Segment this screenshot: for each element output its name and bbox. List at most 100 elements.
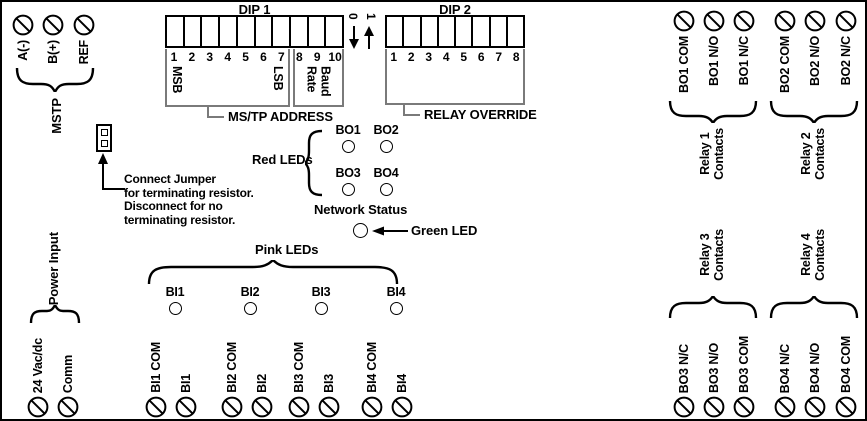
screw-terminal-icon bbox=[361, 396, 383, 418]
pink-led-icon bbox=[389, 302, 403, 315]
terminal-bo4-no: BO4 N/O bbox=[801, 322, 829, 418]
screw-terminal-icon bbox=[673, 396, 695, 418]
callout-line bbox=[207, 107, 209, 118]
relay3-group-label: Relay 3 Contacts bbox=[698, 229, 726, 281]
dip2-switch bbox=[491, 17, 508, 46]
relay1-brace bbox=[668, 101, 758, 123]
red-leds-brace bbox=[305, 129, 322, 197]
dip1-switch bbox=[326, 17, 342, 46]
terminal-label: BI4 bbox=[395, 374, 409, 393]
dip1-num: 6 bbox=[260, 50, 267, 64]
terminal-label: BO4 N/O bbox=[808, 343, 822, 393]
dip1-switch bbox=[185, 17, 203, 46]
terminal-bo2-nc: BO2 N/C bbox=[832, 10, 860, 85]
screw-terminal-icon bbox=[733, 396, 755, 418]
dip2-num: 2 bbox=[407, 50, 415, 64]
mstp-group-label: MSTP bbox=[49, 98, 64, 134]
red-led-icon bbox=[341, 140, 355, 153]
terminal-bi1: BI1 bbox=[172, 320, 200, 418]
terminal-label: BI4 COM bbox=[365, 342, 379, 393]
terminal-label: A(-) bbox=[16, 40, 30, 61]
dip1-switch bbox=[273, 17, 291, 46]
relay1-group-label: Relay 1 Contacts bbox=[698, 128, 726, 180]
led-label: BI1 bbox=[165, 285, 185, 299]
terminal-label: B(+) bbox=[46, 40, 60, 64]
arrow-left-icon bbox=[372, 226, 408, 236]
screw-terminal-icon bbox=[733, 10, 755, 32]
dip1-switch-block bbox=[165, 15, 344, 48]
led-label: BO2 bbox=[373, 123, 399, 137]
power-input-label: Power Input bbox=[46, 232, 61, 306]
red-leds-label: Red LEDs bbox=[252, 152, 313, 167]
terminal-bi4-com: BI4 COM bbox=[358, 320, 386, 418]
led-label: BI2 bbox=[240, 285, 260, 299]
relay2-group-label: Relay 2 Contacts bbox=[799, 128, 827, 180]
pink-led-icon bbox=[168, 302, 182, 315]
terminal-bi2-com: BI2 COM bbox=[218, 320, 246, 418]
dip2-num: 4 bbox=[442, 50, 450, 64]
screw-terminal-icon bbox=[774, 396, 796, 418]
dip2-override-bracket bbox=[385, 49, 525, 105]
terminal-label: BI1 COM bbox=[149, 342, 163, 393]
screw-terminal-icon bbox=[835, 396, 857, 418]
dip2-switch bbox=[508, 17, 523, 46]
terminal-label: REF bbox=[77, 40, 91, 65]
screw-terminal-icon bbox=[673, 10, 695, 32]
dip1-switch bbox=[309, 17, 327, 46]
dip1-switch bbox=[167, 17, 185, 46]
dip2-switch-block bbox=[385, 15, 525, 48]
led-bi2: BI2 bbox=[234, 285, 266, 315]
screw-terminal-icon bbox=[774, 10, 796, 32]
terminal-label: BO2 N/C bbox=[839, 36, 853, 86]
terminal-label: BO1 N/O bbox=[707, 36, 721, 86]
power-brace bbox=[29, 305, 81, 323]
led-bi3: BI3 bbox=[305, 285, 337, 315]
dip1-switch bbox=[291, 17, 309, 46]
led-bo1: BO1 bbox=[332, 123, 364, 153]
led-bo4: BO4 bbox=[370, 166, 402, 196]
terminal-label: BO1 COM bbox=[677, 36, 691, 93]
pink-led-icon bbox=[314, 302, 328, 315]
screw-terminal-icon bbox=[73, 14, 95, 36]
jumper-callout-arrow bbox=[98, 153, 125, 190]
dip1-num: 3 bbox=[206, 50, 214, 64]
dip1-switch bbox=[220, 17, 238, 46]
dip1-num: 7 bbox=[278, 50, 285, 64]
terminal-label: BO3 N/O bbox=[707, 343, 721, 393]
dip2-switch bbox=[387, 17, 405, 46]
terminal-label: BO1 N/C bbox=[737, 36, 751, 86]
red-led-icon bbox=[379, 140, 393, 153]
dip2-num: 8 bbox=[512, 50, 520, 64]
terminal-comm: Comm bbox=[54, 322, 82, 418]
terminal-label: BI2 bbox=[255, 374, 269, 393]
pink-led-icon bbox=[243, 302, 257, 315]
network-status-led-icon bbox=[353, 223, 368, 238]
terminal-bo1-nc: BO1 N/C bbox=[730, 10, 758, 85]
terminal-bi3: BI3 bbox=[315, 320, 343, 418]
terminal-bo1-no: BO1 N/O bbox=[700, 10, 728, 86]
screw-terminal-icon bbox=[42, 14, 64, 36]
dip2-switch bbox=[473, 17, 491, 46]
relay2-brace bbox=[769, 101, 859, 123]
screw-terminal-icon bbox=[145, 396, 167, 418]
terminal-label: BO4 N/C bbox=[778, 343, 792, 393]
screw-terminal-icon bbox=[12, 14, 34, 36]
network-status-label: Network Status bbox=[314, 202, 408, 217]
led-label: BI3 bbox=[311, 285, 331, 299]
jumper-pin-icon bbox=[100, 139, 108, 147]
terminal-bi1-com: BI1 COM bbox=[142, 320, 170, 418]
terminal-label: BI3 bbox=[322, 374, 336, 393]
jumper-pin-icon bbox=[100, 129, 108, 137]
red-led-icon bbox=[341, 183, 355, 196]
screw-terminal-icon bbox=[57, 396, 79, 418]
dip1-num: 4 bbox=[224, 50, 232, 64]
switch-off-label: 0 bbox=[346, 13, 360, 20]
screw-terminal-icon bbox=[318, 396, 340, 418]
terminal-24vac: 24 Vac/dc bbox=[24, 322, 52, 418]
terminal-label: BI1 bbox=[179, 374, 193, 393]
dip1-num: 5 bbox=[242, 50, 249, 64]
screw-terminal-icon bbox=[804, 396, 826, 418]
terminal-label: 24 Vac/dc bbox=[31, 337, 45, 393]
